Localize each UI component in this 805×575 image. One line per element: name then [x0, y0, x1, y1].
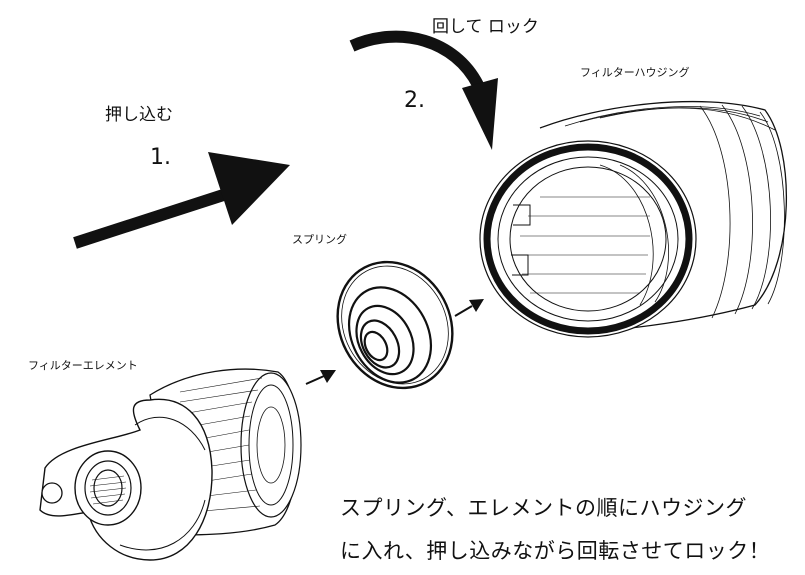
filter-housing-label: フィルターハウジング	[580, 66, 690, 79]
push-arrow	[73, 152, 290, 249]
step-1-number: 1.	[150, 145, 171, 170]
rotate-arrow	[349, 30, 498, 150]
small-arrow-spring-to-housing	[454, 299, 484, 317]
instruction-line-2: に入れ、押し込みながら回転させてロック！	[340, 539, 771, 563]
small-arrow-element-to-spring	[305, 370, 336, 385]
spring-label: スプリング	[292, 233, 347, 246]
spring	[336, 260, 454, 390]
filter-element	[39, 368, 302, 561]
rotate-lock-label: 回して ロック	[432, 17, 539, 37]
instruction-line-1: スプリング、エレメントの順にハウジング	[340, 496, 748, 520]
filter-element-label: フィルターエレメント	[28, 359, 138, 372]
filter-housing	[479, 100, 788, 338]
step-2-number: 2.	[404, 88, 425, 113]
push-in-label: 押し込む	[105, 105, 173, 125]
